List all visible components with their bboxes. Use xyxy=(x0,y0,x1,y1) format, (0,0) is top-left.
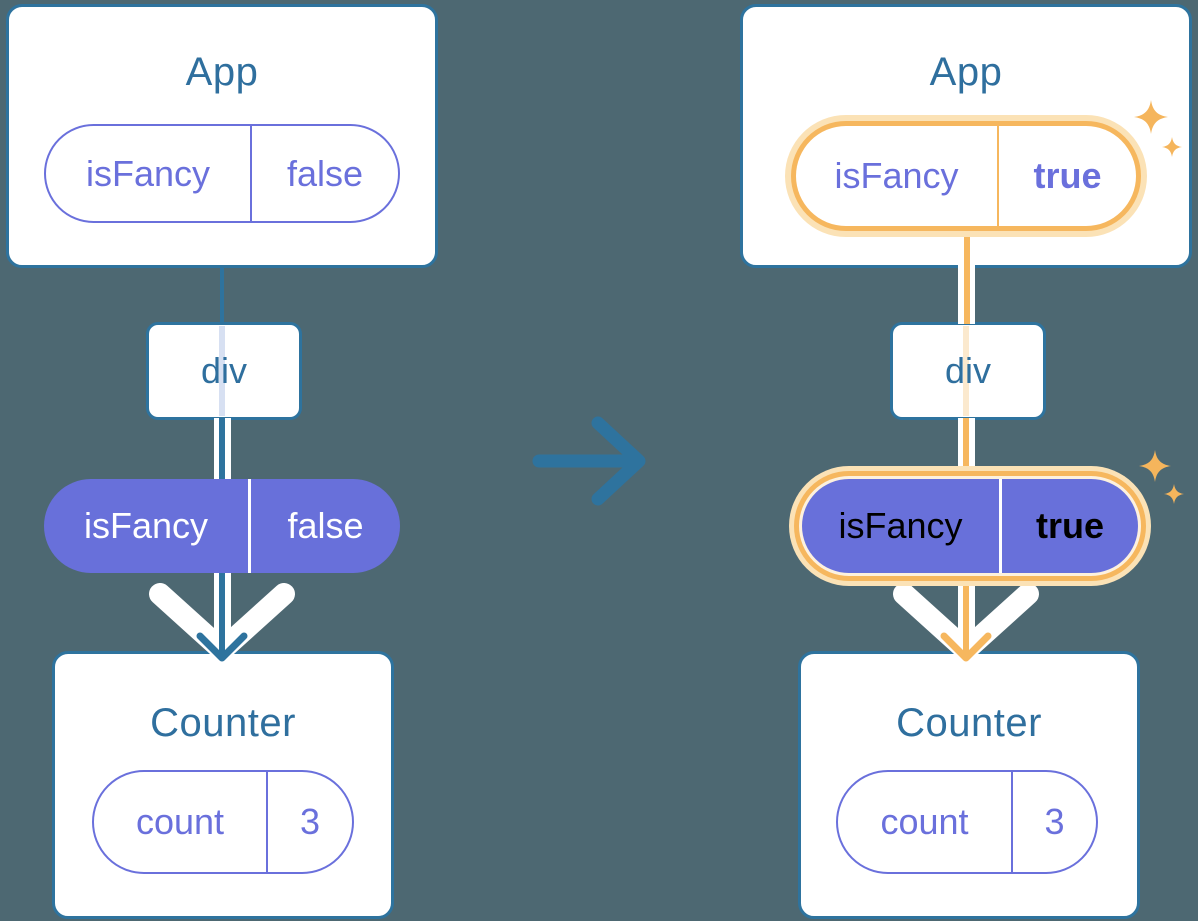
state-value: 3 xyxy=(266,772,352,872)
connector-app-div-before xyxy=(220,265,224,327)
prop-name: isFancy xyxy=(834,155,959,196)
state-pill-counter-after: count 3 xyxy=(836,770,1098,874)
prop-value: false xyxy=(248,479,400,573)
state-pill-counter-before: count 3 xyxy=(92,770,354,874)
transition-right-arrow-icon xyxy=(532,416,646,506)
prop-pill-passed-before: isFancy false xyxy=(44,479,400,573)
prop-name: isFancy xyxy=(85,152,211,194)
state-name: count xyxy=(135,801,225,842)
prop-value: true xyxy=(997,126,1136,226)
connector-app-div-after xyxy=(958,228,975,324)
prop-name: isFancy xyxy=(83,505,209,546)
app-title-after: App xyxy=(929,49,1003,94)
prop-value: false xyxy=(250,126,398,221)
sparkle-icon xyxy=(1164,484,1184,504)
prop-pill-app-before: isFancy false xyxy=(44,124,400,223)
connector-through-div-before xyxy=(219,326,225,416)
state-value: 3 xyxy=(1011,772,1096,872)
app-title-before: App xyxy=(185,49,259,94)
state-name: count xyxy=(880,801,969,842)
counter-title-after: Counter xyxy=(896,700,1042,745)
div-label-after: div xyxy=(944,350,992,391)
counter-title-before: Counter xyxy=(150,700,296,745)
prop-name: isFancy xyxy=(838,505,963,546)
prop-pill-passed-after: isFancy true xyxy=(802,479,1138,573)
prop-pill-app-after: isFancy true xyxy=(796,126,1136,226)
sparkle-icon xyxy=(1139,450,1171,482)
connector-through-div-after xyxy=(963,326,969,416)
prop-value: true xyxy=(999,479,1138,573)
div-label-before: div xyxy=(200,350,248,391)
